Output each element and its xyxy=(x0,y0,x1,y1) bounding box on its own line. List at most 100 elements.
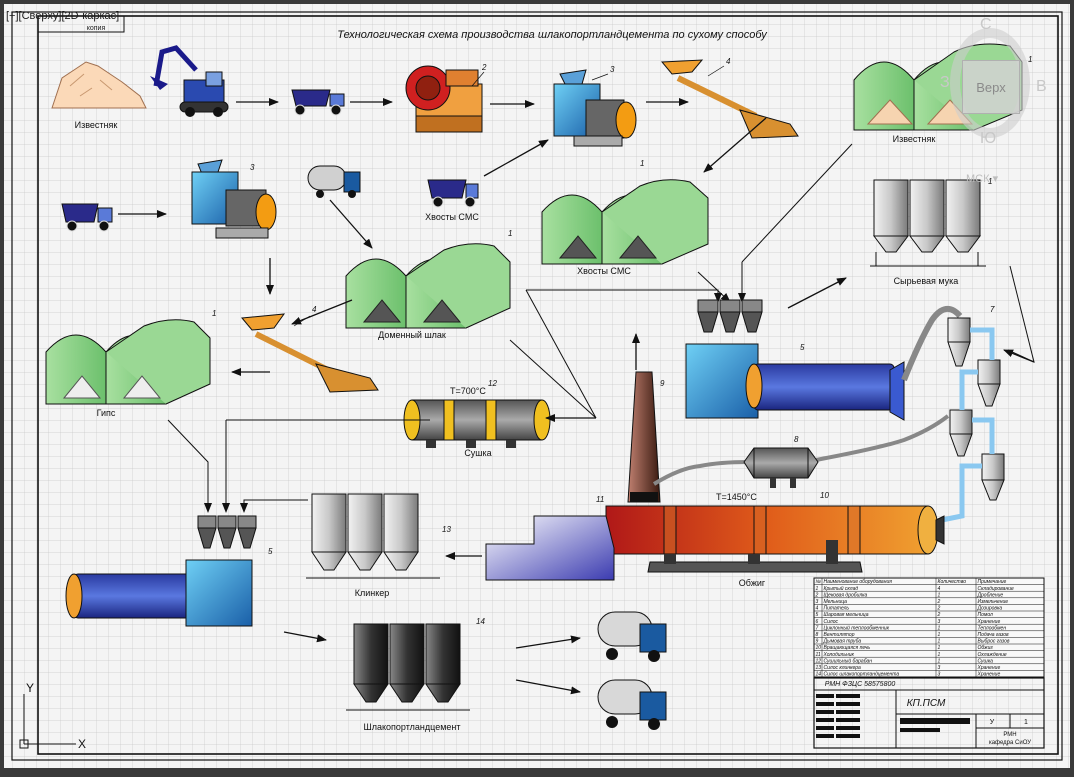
callout-1-top-right: 1 xyxy=(1028,55,1032,64)
cement-tanker-2 xyxy=(597,679,667,730)
view-menu[interactable]: [Сверху] xyxy=(18,10,62,22)
hammer-mill-top xyxy=(553,69,637,147)
callout-10: 10 xyxy=(820,491,829,500)
dump-truck-tailings xyxy=(427,179,479,208)
compass-south[interactable]: Ю xyxy=(980,130,997,147)
callout-9: 9 xyxy=(660,379,665,388)
viewport-controls: [+][Сверху][2D-каркас] xyxy=(6,10,119,22)
label-clinker: Клинкер xyxy=(355,588,390,598)
spec-cell: 13 xyxy=(816,665,822,671)
compass-west[interactable]: З xyxy=(940,74,950,91)
spec-cell: 2 xyxy=(815,592,819,598)
label-cement: Шлакопортландцемент xyxy=(364,722,461,732)
spec-cell: Измельчение xyxy=(978,599,1009,605)
callout-1-slag: 1 xyxy=(508,229,512,238)
visual-style-menu[interactable]: [2D-каркас] xyxy=(61,10,120,22)
spec-cell: Циклонный теплообменник xyxy=(824,624,890,631)
dump-truck-1 xyxy=(291,89,345,116)
spec-cell: 1 xyxy=(938,645,941,651)
title-sheet-label: У xyxy=(990,719,995,726)
spec-cell: Помол xyxy=(978,612,994,618)
callout-2: 2 xyxy=(481,63,487,72)
clinker-cooler xyxy=(485,515,615,581)
callout-1-raw-silo: 1 xyxy=(988,177,992,186)
spec-header-cell: Количество xyxy=(938,579,967,585)
ucs-icon xyxy=(19,694,76,749)
spec-cell: 1 xyxy=(938,658,941,664)
viewcube-top-face[interactable]: Верх xyxy=(962,60,1020,114)
title-code: РМН ФЗЦС 58575800 xyxy=(825,681,896,688)
feeder-top xyxy=(660,59,799,139)
spec-cell: Хранение xyxy=(977,672,1001,678)
wcs-menu[interactable]: МСК ▾ xyxy=(966,173,999,185)
cyclone-heat-exchanger xyxy=(901,306,1005,523)
ucs-y-label: Y xyxy=(26,681,34,695)
title-doc: КП.ПСМ xyxy=(907,698,946,709)
callout-1-tailings: 1 xyxy=(640,159,644,168)
viewport-menu[interactable]: [+] xyxy=(6,10,19,22)
label-tailings-store: Хвосты СМС xyxy=(577,266,631,276)
spec-cell: Крытый склад xyxy=(824,585,859,592)
spec-cell: Складирование xyxy=(978,586,1014,592)
callout-3-top: 3 xyxy=(610,65,615,74)
spec-cell: 3 xyxy=(938,665,941,671)
viewcube[interactable]: С Ю З В Верх МСК ▾ xyxy=(940,16,1048,185)
limestone-pile xyxy=(51,61,147,109)
label-firing: Обжиг xyxy=(739,578,766,588)
compass-north[interactable]: С xyxy=(980,16,992,33)
spec-cell: Дымовая труба xyxy=(823,639,862,645)
label-limestone: Известняк xyxy=(75,120,118,130)
spec-cell: 9 xyxy=(816,639,819,645)
spec-cell: Щековая дробилка xyxy=(824,592,868,598)
viewcube-compass-ring[interactable] xyxy=(950,28,1030,138)
label-limestone-store: Известняк xyxy=(893,134,936,144)
label-tailings-truck: Хвосты СМС xyxy=(425,212,479,222)
spec-cell: Сушка xyxy=(978,658,994,664)
spec-cell: Обжиг xyxy=(978,645,994,651)
chimney xyxy=(627,371,661,503)
hammer-mill-left xyxy=(191,159,277,239)
callout-1-gypsum: 1 xyxy=(212,309,216,318)
callout-14: 14 xyxy=(476,617,485,626)
spec-cell: Хранение xyxy=(977,619,1001,625)
spec-cell: Вращающаяся печь xyxy=(824,645,871,651)
spec-cell: Силос шлакопортландцемента xyxy=(824,672,900,678)
spec-cell: 1 xyxy=(938,632,941,638)
callout-4-mid: 4 xyxy=(312,305,317,314)
spec-cell: 5 xyxy=(816,612,819,618)
spec-cell: 2 xyxy=(937,612,941,618)
spec-cell: Мельница xyxy=(824,599,848,605)
spec-cell: 8 xyxy=(816,632,819,638)
spec-cell: 6 xyxy=(816,619,819,625)
spec-cell: Вентилятор xyxy=(824,632,855,638)
label-kiln-temp: T=1450°C xyxy=(716,492,757,502)
label-drying-temp: T=700°C xyxy=(450,386,486,396)
stamp-text: копия xyxy=(87,25,106,32)
spec-cell: Питатель xyxy=(824,606,850,612)
stamp-box xyxy=(37,15,125,33)
spec-cell: 12 xyxy=(816,658,822,664)
dump-truck-2 xyxy=(61,203,113,232)
callout-12: 12 xyxy=(488,379,497,388)
label-blast-slag: Доменный шлак xyxy=(378,330,446,340)
spec-header-cell: № xyxy=(816,579,822,585)
feeder-middle xyxy=(241,313,379,393)
spec-cell: 3 xyxy=(938,619,941,625)
spec-cell: 10 xyxy=(816,645,822,651)
spec-cell: Подача газов xyxy=(978,632,1010,638)
spec-cell: 4 xyxy=(816,606,819,612)
warehouse-blast-slag xyxy=(345,243,511,329)
spec-cell: Сушильный барабан xyxy=(824,657,873,664)
spec-cell: 1 xyxy=(938,652,941,658)
label-drying: Сушка xyxy=(464,448,491,458)
sheet-outer-frame xyxy=(11,11,1063,761)
title-org-2: кафедра СиОУ xyxy=(989,740,1031,746)
compass-east[interactable]: В xyxy=(1036,78,1047,95)
callout-11: 11 xyxy=(596,495,604,504)
spec-cell: Силос xyxy=(824,619,839,625)
spec-cell: Хранение xyxy=(977,665,1001,671)
drawing-title: Технологическая схема производства шлако… xyxy=(337,29,768,41)
